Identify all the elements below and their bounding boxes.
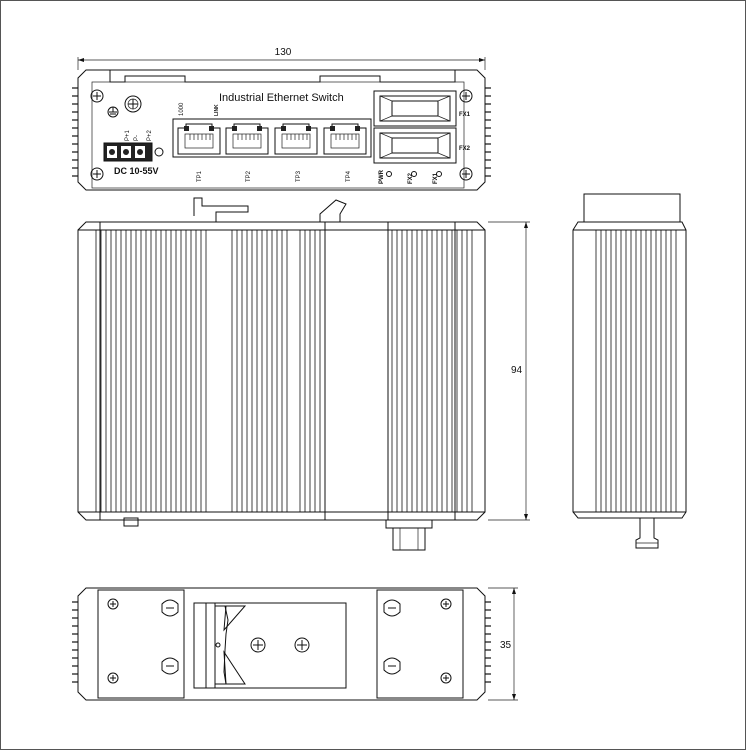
tp3-label: TP3 [296, 170, 302, 182]
power-terminal-block [103, 142, 164, 162]
left-fins [72, 87, 78, 177]
fx1-led-label: FX1 [433, 172, 439, 184]
end-fins [595, 230, 677, 512]
bottom-screw [123, 517, 139, 527]
screw-icon [107, 672, 119, 684]
right-fins [485, 87, 491, 177]
ground-icon [107, 106, 119, 118]
screw-icon [107, 598, 119, 610]
screw-icon [90, 167, 104, 181]
side-view [77, 197, 486, 551]
rj45-port-2 [225, 123, 269, 155]
height-dimension: 94 [488, 221, 530, 521]
pwr-led-icon [386, 171, 392, 177]
tp4-label: TP4 [346, 170, 352, 182]
screw-icon [459, 89, 473, 103]
bottom-view [72, 587, 491, 701]
screw-icon [90, 89, 104, 103]
rj45-port-1 [177, 123, 221, 155]
rj45-port-4 [323, 123, 367, 155]
terminal-label-pminus: P- [134, 135, 140, 141]
fx2-led-icon [411, 171, 417, 177]
screw-icon [440, 672, 452, 684]
ground-screw-icon [124, 95, 142, 113]
mount-slot [161, 657, 179, 675]
terminal-label-p2: P+2 [147, 129, 153, 141]
screw-icon [440, 598, 452, 610]
fx2-port [373, 127, 457, 164]
power-input-label: DC 10-55V [114, 166, 159, 176]
terminal-label-p1: P+1 [125, 129, 131, 141]
width-label: 130 [275, 47, 292, 58]
height-label: 94 [511, 365, 523, 376]
device-title: Industrial Ethernet Switch [219, 92, 344, 104]
fx1-led-icon [436, 171, 442, 177]
din-rail-clip [193, 602, 347, 689]
bottom-right-fins [485, 601, 491, 683]
speed-led-label: 1000 [179, 102, 185, 116]
depth-label: 35 [500, 640, 512, 651]
link-led-label: LINK [214, 104, 220, 116]
bottom-connector [385, 519, 433, 551]
width-dimension: 130 [77, 47, 486, 70]
screw-icon [459, 167, 473, 181]
rj45-port-3 [274, 123, 318, 155]
tp1-label: TP1 [197, 170, 203, 182]
mount-slot [161, 599, 179, 617]
screw-icon [250, 637, 266, 653]
fx2-led-label: FX2 [408, 172, 414, 184]
bottom-left-fins [72, 601, 78, 683]
depth-dimension: 35 [488, 587, 518, 701]
front-view: P+1 P- P+2 DC 10-55V 1000 LINK Industria… [72, 69, 491, 191]
end-view [572, 193, 687, 549]
screw-icon [294, 637, 310, 653]
heat-sink-fins [95, 222, 473, 520]
fx2-port-label: FX2 [459, 146, 471, 152]
fx1-port-label: FX1 [459, 112, 471, 118]
fx1-port [373, 90, 457, 127]
tp2-label: TP2 [246, 170, 252, 182]
pwr-led-label: PWR [379, 169, 385, 184]
mount-slot [383, 657, 401, 675]
mount-slot [383, 599, 401, 617]
